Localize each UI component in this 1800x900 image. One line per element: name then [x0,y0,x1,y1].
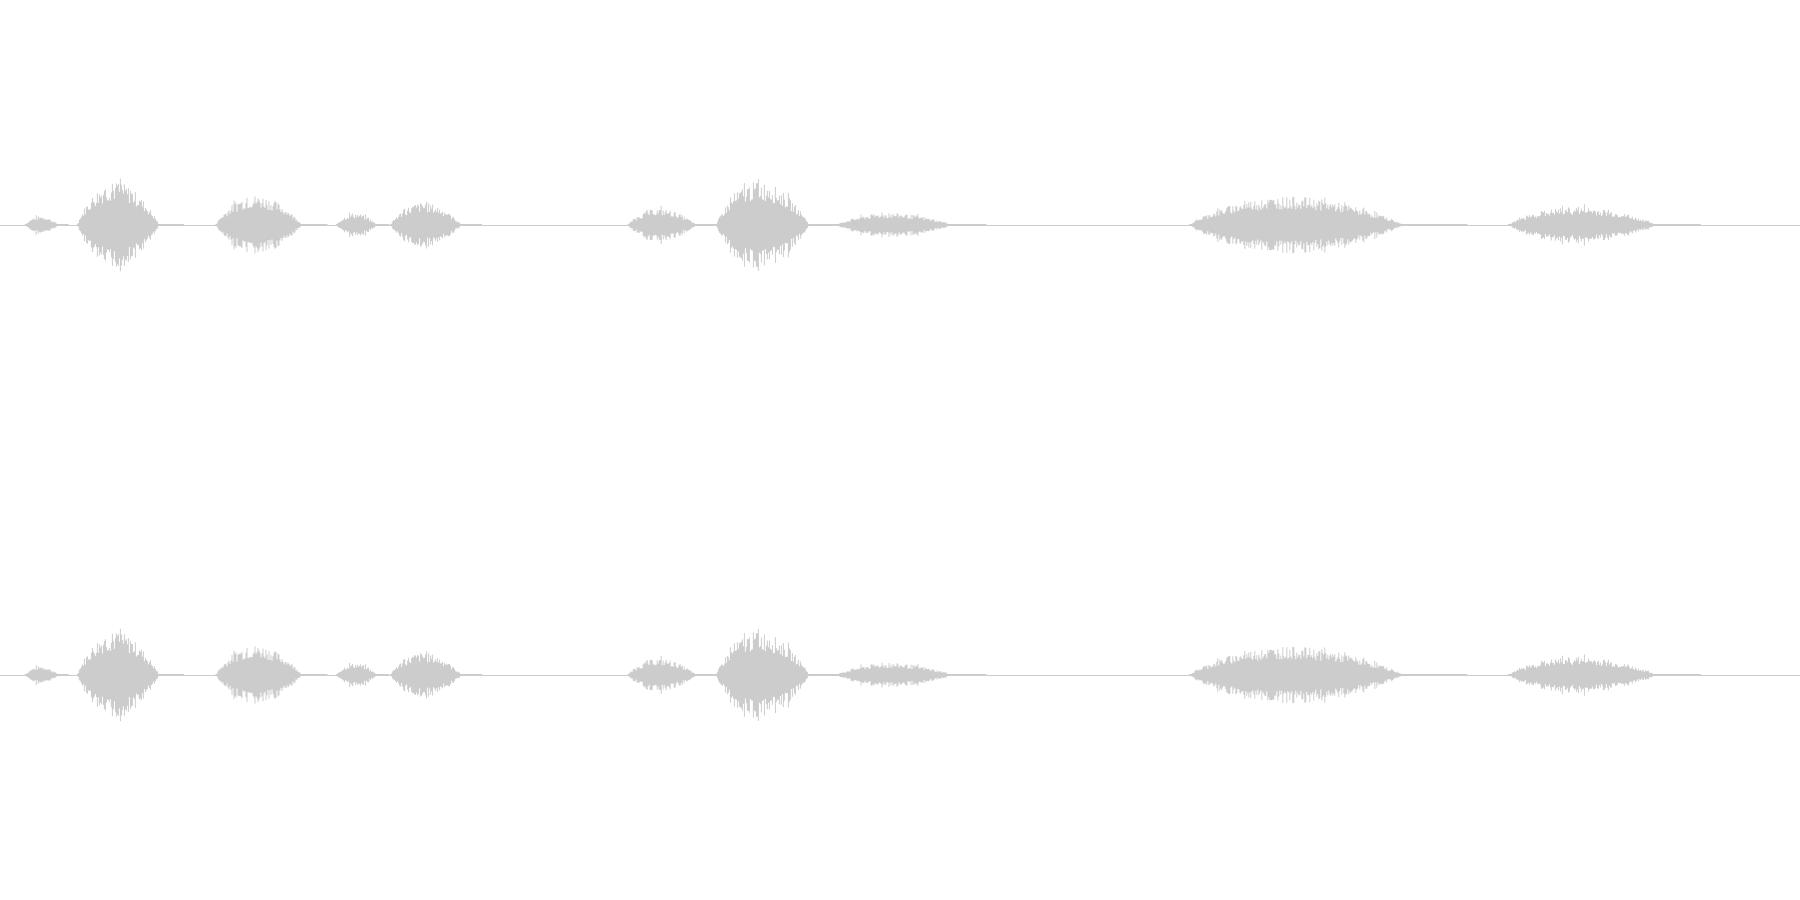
waveform-segment [1507,204,1701,246]
waveform-segment [836,212,987,238]
waveform-segment [215,646,328,704]
waveform-segment [715,179,837,271]
waveform-channel-top [0,178,1800,272]
waveform-segment [627,656,717,694]
waveform-segment [24,215,69,235]
waveform-segment [390,651,483,699]
waveform-segment [836,662,987,688]
waveform-segment [1507,654,1701,696]
waveform-segment [336,662,390,688]
waveform-segment [390,201,483,249]
waveform-segment [627,206,717,244]
waveform-segment [715,629,837,721]
waveform-segment [1189,196,1468,254]
waveform-segment [1189,646,1468,704]
waveform-segment [336,212,390,238]
waveform-segment [215,196,328,254]
waveform-segment [24,665,69,685]
waveform-segment [76,178,184,272]
waveform-segment [76,628,184,722]
waveform-channel-bottom [0,628,1800,722]
